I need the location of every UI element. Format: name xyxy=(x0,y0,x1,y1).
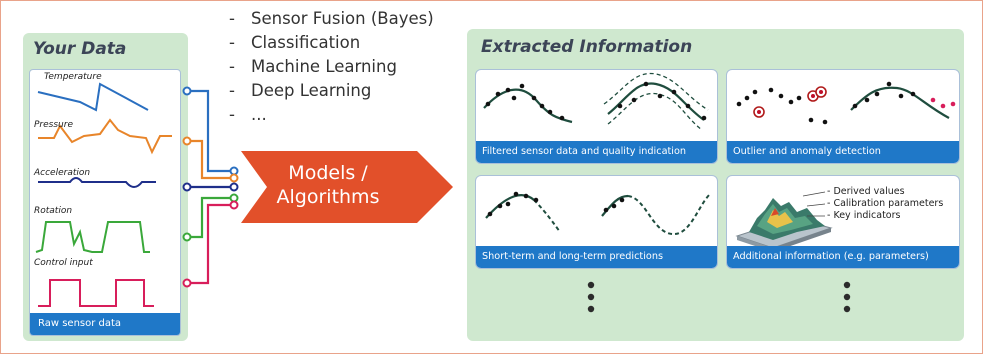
filtered-data-plot xyxy=(483,72,709,131)
extracted-information-title: Extracted Information xyxy=(481,37,693,57)
port-control-input-out xyxy=(182,278,192,288)
connector-rotation xyxy=(187,196,233,239)
ellipsis-dot xyxy=(843,281,851,289)
signal-label-control-input: Control input xyxy=(34,258,93,268)
acceleration-signal xyxy=(38,177,156,188)
card-caption: Outlier and anomaly detection xyxy=(727,141,959,163)
card-additional-information: Derived values Calibration parameters Ke… xyxy=(726,175,960,269)
ellipsis-dot xyxy=(587,293,595,301)
method-item: ... xyxy=(229,103,434,127)
signal-label-temperature: Temperature xyxy=(44,72,102,82)
card-caption: Short-term and long-term predictions xyxy=(476,246,717,268)
control-input-signal xyxy=(38,279,154,307)
derived-values-list: Derived values Calibration parameters Ke… xyxy=(827,186,943,222)
connector-pressure xyxy=(187,139,233,180)
port-temperature-out xyxy=(182,86,192,96)
methods-list: Sensor Fusion (Bayes) Classification Mac… xyxy=(229,7,434,127)
derived-item: Key indicators xyxy=(827,210,943,222)
models-label-line-1: Models / xyxy=(288,162,368,184)
rotation-signal xyxy=(35,221,150,253)
raw-signals-box: Temperature Pressure Acceleration Rotati… xyxy=(29,69,181,336)
port-rotation-out xyxy=(182,232,192,242)
connector-temperature xyxy=(187,89,233,173)
card-caption: Additional information (e.g. parameters) xyxy=(727,246,959,268)
method-item: Sensor Fusion (Bayes) xyxy=(229,7,434,31)
port-acceleration-in xyxy=(229,182,239,192)
derived-item: Derived values xyxy=(827,186,943,198)
port-pressure-out xyxy=(182,136,192,146)
signal-label-pressure: Pressure xyxy=(34,120,73,130)
ellipsis-dot xyxy=(587,281,595,289)
models-arrow xyxy=(241,151,453,223)
port-acceleration-out xyxy=(182,182,192,192)
pressure-signal xyxy=(38,118,172,155)
your-data-title: Your Data xyxy=(33,39,127,59)
card-filtered-sensor-data: Filtered sensor data and quality indicat… xyxy=(475,69,718,164)
method-item: Deep Learning xyxy=(229,79,434,103)
port-pressure-in xyxy=(229,173,239,183)
method-item: Classification xyxy=(229,31,434,55)
ellipsis-dot xyxy=(843,293,851,301)
signal-label-rotation: Rotation xyxy=(34,206,73,216)
models-label-line-2: Algorithms xyxy=(276,186,380,208)
card-caption: Filtered sensor data and quality indicat… xyxy=(476,141,717,163)
temperature-signal xyxy=(37,82,149,112)
ellipsis-dot xyxy=(587,305,595,313)
card-predictions: Short-term and long-term predictions xyxy=(475,175,718,269)
models-algorithms-label: Models / Algorithms xyxy=(263,161,393,209)
raw-sensor-data-caption: Raw sensor data xyxy=(30,313,180,335)
prediction-plot xyxy=(485,191,711,236)
outlier-plot xyxy=(736,81,956,125)
ellipsis-dot xyxy=(843,305,851,313)
derived-item: Calibration parameters xyxy=(827,198,943,210)
signal-label-acceleration: Acceleration xyxy=(34,168,91,178)
signal-plots xyxy=(35,82,172,307)
connector-control-input xyxy=(187,203,233,285)
port-control-input-in xyxy=(229,200,239,210)
your-data-panel: Your Data Temperature Pressure Accelerat… xyxy=(23,33,188,341)
card-outlier-detection: Outlier and anomaly detection xyxy=(726,69,960,164)
method-item: Machine Learning xyxy=(229,55,434,79)
